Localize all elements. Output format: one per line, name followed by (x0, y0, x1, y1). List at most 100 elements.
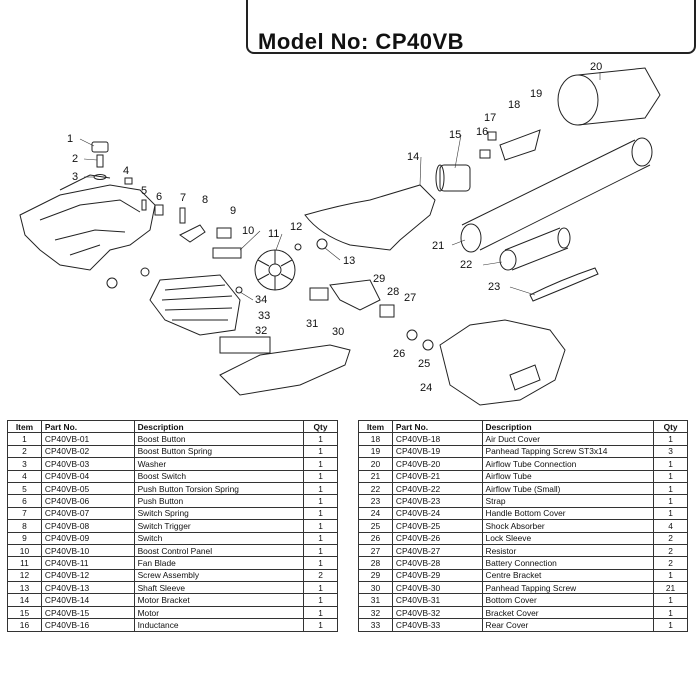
callout-label: 27 (404, 292, 416, 304)
cell-description: Motor Bracket (133, 593, 305, 607)
cell-description: Shock Absorber (481, 519, 655, 533)
cell-qty: 1 (303, 432, 338, 446)
callout-label: 12 (290, 221, 302, 233)
cell-description: Panhead Tapping Screw ST3x14 (481, 444, 655, 459)
cell-description: Strap (481, 494, 655, 508)
cell-part-no: CP40VB-30 (391, 581, 483, 595)
cell-part-no: CP40VB-24 (391, 506, 483, 521)
cell-qty: 1 (303, 506, 338, 521)
exploded-view-diagram: 1 2 3 4 5 6 7 8 9 10 11 12 13 14 15 16 1… (19, 61, 661, 406)
airflow-tube-small-shape (499, 227, 571, 271)
cell-item: 4 (7, 469, 42, 483)
cell-item: 31 (358, 593, 393, 607)
rear-cover-shape (149, 274, 241, 336)
cell-description: Airflow Tube (Small) (481, 481, 655, 496)
cell-item: 2 (7, 444, 42, 459)
header-item: Item (358, 419, 393, 434)
cell-description: Panhead Tapping Screw (481, 581, 655, 595)
header-item: Item (7, 419, 42, 434)
cell-part-no: CP40VB-31 (391, 593, 483, 607)
cell-description: Push Button (133, 494, 305, 508)
callout-label: 6 (156, 191, 162, 203)
boost-button-shape (91, 141, 109, 153)
cell-description: Airflow Tube Connection (481, 457, 655, 471)
cell-description: Inductance (133, 618, 305, 632)
cell-part-no: CP40VB-16 (40, 618, 135, 632)
callout-label: 16 (476, 126, 488, 138)
cell-qty: 2 (653, 531, 688, 545)
cell-part-no: CP40VB-02 (40, 444, 135, 459)
cell-description: Boost Control Panel (133, 543, 305, 558)
header-description: Description (481, 419, 655, 434)
callout-label: 26 (393, 348, 405, 360)
cell-item: 23 (358, 494, 393, 508)
cell-qty: 1 (653, 568, 688, 583)
callout-label: 33 (258, 310, 270, 322)
cell-item: 14 (7, 593, 42, 607)
cell-part-no: CP40VB-22 (391, 481, 483, 496)
header-qty: Qty (653, 419, 688, 434)
motor-bracket-shape (304, 184, 436, 251)
cell-description: Washer (133, 457, 305, 471)
callout-label: 32 (255, 325, 267, 337)
callout-label: 20 (590, 61, 602, 73)
cell-item: 1 (7, 432, 42, 446)
cell-part-no: CP40VB-18 (391, 432, 483, 446)
cell-item: 20 (358, 457, 393, 471)
cell-qty: 1 (303, 457, 338, 471)
callout-label: 1 (67, 133, 73, 145)
cell-description: Boost Button Spring (133, 444, 305, 459)
cell-qty: 1 (303, 605, 338, 620)
title-frame (246, 0, 696, 54)
cell-part-no: CP40VB-04 (40, 469, 135, 483)
callout-label: 10 (242, 225, 254, 237)
cell-item: 8 (7, 519, 42, 533)
callout-label: 23 (488, 281, 500, 293)
cell-qty: 1 (653, 618, 688, 632)
cell-qty: 1 (303, 481, 338, 496)
header-part-no: Part No. (391, 419, 483, 434)
cell-description: Shaft Sleeve (133, 581, 305, 595)
cell-part-no: CP40VB-14 (40, 593, 135, 607)
callout-label: 29 (373, 273, 385, 285)
cell-part-no: CP40VB-21 (391, 469, 483, 483)
cell-description: Centre Bracket (481, 568, 655, 583)
cell-qty: 1 (303, 556, 338, 570)
cell-qty: 1 (653, 593, 688, 607)
callout-label: 19 (530, 88, 542, 100)
cell-item: 6 (7, 494, 42, 508)
airflow-tube-connection-shape (557, 67, 661, 126)
cell-description: Boost Button (133, 432, 305, 446)
motor-shape (435, 164, 471, 192)
cell-qty: 1 (653, 432, 688, 446)
callout-label: 13 (343, 255, 355, 267)
cell-description: Switch (133, 531, 305, 545)
cell-item: 11 (7, 556, 42, 570)
cell-description: Handle Bottom Cover (481, 506, 655, 521)
callout-label: 22 (460, 259, 472, 271)
cell-qty: 1 (653, 457, 688, 471)
cell-part-no: CP40VB-11 (40, 556, 135, 570)
callout-label: 15 (449, 129, 461, 141)
cell-qty: 1 (303, 469, 338, 483)
cell-item: 5 (7, 481, 42, 496)
callout-label: 30 (332, 326, 344, 338)
cell-qty: 21 (653, 581, 688, 595)
